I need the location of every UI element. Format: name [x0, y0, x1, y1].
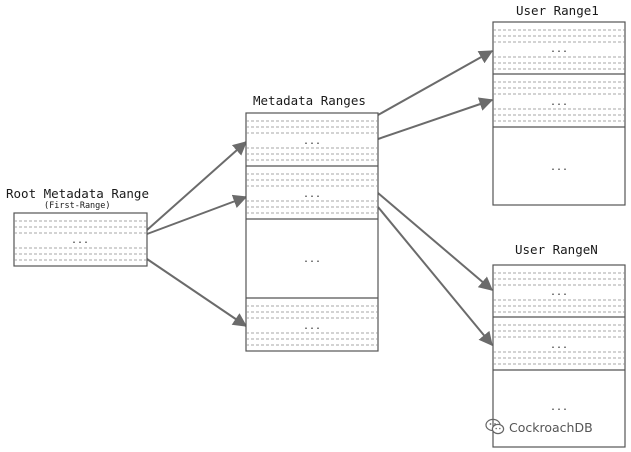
user-rangeN-title: User RangeN: [515, 242, 598, 257]
user-range1-box: ... ... ...: [492, 21, 626, 206]
user-range1-title: User Range1: [516, 3, 599, 18]
userN-block3-ellipsis: ...: [550, 402, 568, 413]
userN-block2-ellipsis: ...: [550, 340, 568, 351]
user1-block1-ellipsis: ...: [550, 44, 568, 55]
root-metadata-range-title: Root Metadata Range: [6, 186, 149, 201]
metadata-ranges-title: Metadata Ranges: [253, 93, 366, 108]
wechat-icon: [485, 418, 505, 435]
meta-block2-ellipsis: ...: [303, 189, 321, 200]
watermark: CockroachDB: [485, 416, 625, 438]
user1-block2-ellipsis: ...: [550, 97, 568, 108]
arrows: [146, 50, 494, 347]
userN-block1-ellipsis: ...: [550, 287, 568, 298]
meta-block3-ellipsis: ...: [303, 254, 321, 265]
meta-block4-ellipsis: ...: [303, 321, 321, 332]
arrow-meta1-to-user1-block2: [377, 97, 494, 140]
root-metadata-range-subtitle: (First-Range): [44, 201, 111, 211]
arrow-meta2-to-userN-block1: [377, 192, 494, 291]
watermark-text: CockroachDB: [509, 419, 593, 435]
user-rangeN-box: ... ... ...: [492, 264, 626, 448]
arrow-root-to-meta-block4: [146, 258, 248, 327]
arrow-meta2-to-userN-block2: [377, 206, 493, 347]
metadata-ranges-box: ... ... ... ...: [245, 112, 379, 352]
root-metadata-range-box: ...: [13, 212, 148, 267]
arrow-meta1-to-user1-block1: [377, 50, 494, 116]
root-ellipsis: ...: [71, 235, 89, 246]
arrow-root-to-meta-block1: [146, 141, 248, 231]
meta-block1-ellipsis: ...: [303, 136, 321, 147]
arrow-root-to-meta-block2: [146, 194, 248, 235]
user1-block3-ellipsis: ...: [550, 162, 568, 173]
